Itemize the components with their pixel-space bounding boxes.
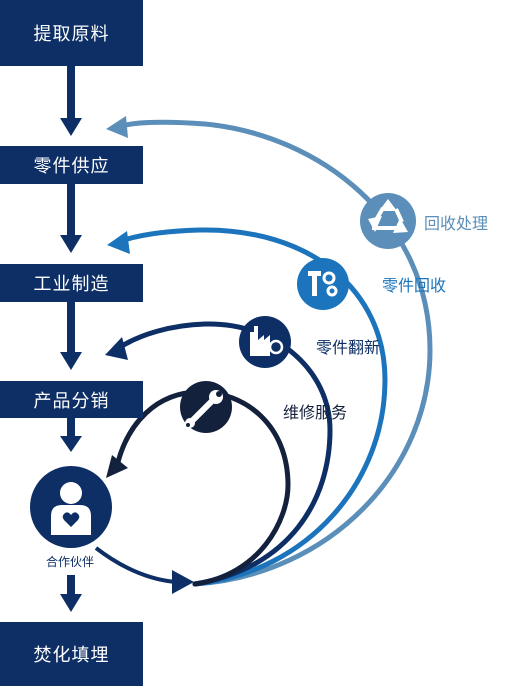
arrow-manufacture-to-distribution: [60, 302, 82, 370]
loop-recycling: [106, 116, 433, 587]
stage-incineration-landfill: 焚化填埋: [0, 622, 143, 686]
arrow-parts-to-manufacture: [60, 184, 82, 253]
wrench-icon: [180, 381, 232, 433]
loop-label-recycling: 回收处理: [424, 214, 489, 233]
loop-refurbish: [105, 321, 333, 587]
stage-label: 焚化填埋: [33, 645, 110, 666]
loop-label-parts-recovery: 零件回收: [382, 276, 447, 295]
stage-label: 零件供应: [33, 156, 110, 177]
loop-repair: [106, 389, 291, 587]
stage-label: 产品分销: [33, 390, 110, 412]
stage-label: 工业制造: [33, 274, 110, 295]
stage-distribution: 产品分销: [0, 381, 143, 418]
loop-label-repair: 维修服务: [283, 403, 348, 422]
arrow-partner-to-landfill: [60, 575, 82, 612]
loop-label-refurbish: 零件翻新: [316, 338, 381, 357]
factory-refresh-icon: [239, 316, 291, 368]
main-flow-arrows: [60, 66, 82, 612]
partner-label: 合作伙伴: [45, 555, 94, 569]
stage-parts-supply: 零件供应: [0, 146, 143, 184]
partner-to-hub-arrow: [94, 546, 194, 594]
stage-extract-materials: 提取原料: [0, 0, 143, 66]
arrow-extract-to-parts: [60, 66, 82, 136]
loop-parts-recovery: [107, 227, 388, 587]
partner-person-heart-icon: [30, 466, 112, 548]
stage-label: 提取原料: [33, 24, 110, 45]
gears-icon: [297, 258, 349, 310]
arrow-distribution-to-partner: [60, 418, 82, 452]
stage-manufacturing: 工业制造: [0, 264, 143, 302]
recycle-icon: [360, 193, 416, 249]
